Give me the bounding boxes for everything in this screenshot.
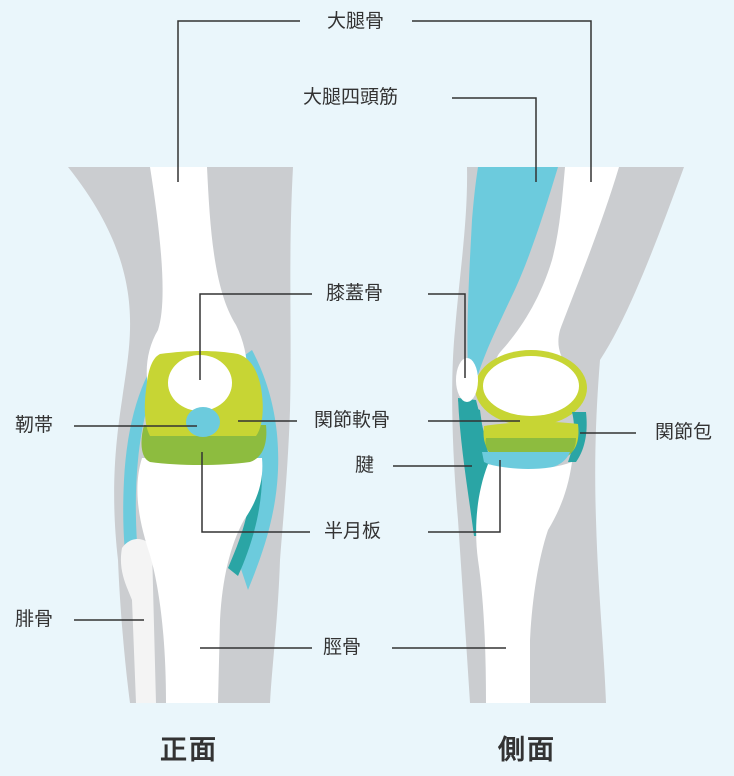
side-patella bbox=[456, 358, 478, 402]
label-patella: 膝蓋骨 bbox=[326, 284, 383, 303]
label-quadriceps: 大腿四頭筋 bbox=[303, 88, 398, 107]
view-title-front: 正面 bbox=[160, 737, 218, 764]
leader-femur-front bbox=[178, 21, 300, 182]
front-cruciate bbox=[186, 407, 220, 437]
side-femoral-condyle-inner bbox=[483, 356, 579, 416]
front-view bbox=[68, 167, 293, 703]
label-ligament: 靭帯 bbox=[15, 416, 53, 435]
label-femur: 大腿骨 bbox=[327, 12, 384, 31]
label-tibia: 脛骨 bbox=[323, 638, 361, 657]
leader-femur-side bbox=[412, 21, 591, 182]
side-view bbox=[452, 167, 684, 703]
label-articular-cartilage: 関節軟骨 bbox=[314, 411, 390, 430]
label-fibula: 腓骨 bbox=[15, 610, 53, 629]
label-meniscus: 半月板 bbox=[324, 522, 381, 541]
label-tendon: 腱 bbox=[355, 456, 374, 475]
view-title-side: 側面 bbox=[498, 737, 556, 764]
label-joint-capsule: 関節包 bbox=[655, 423, 712, 442]
